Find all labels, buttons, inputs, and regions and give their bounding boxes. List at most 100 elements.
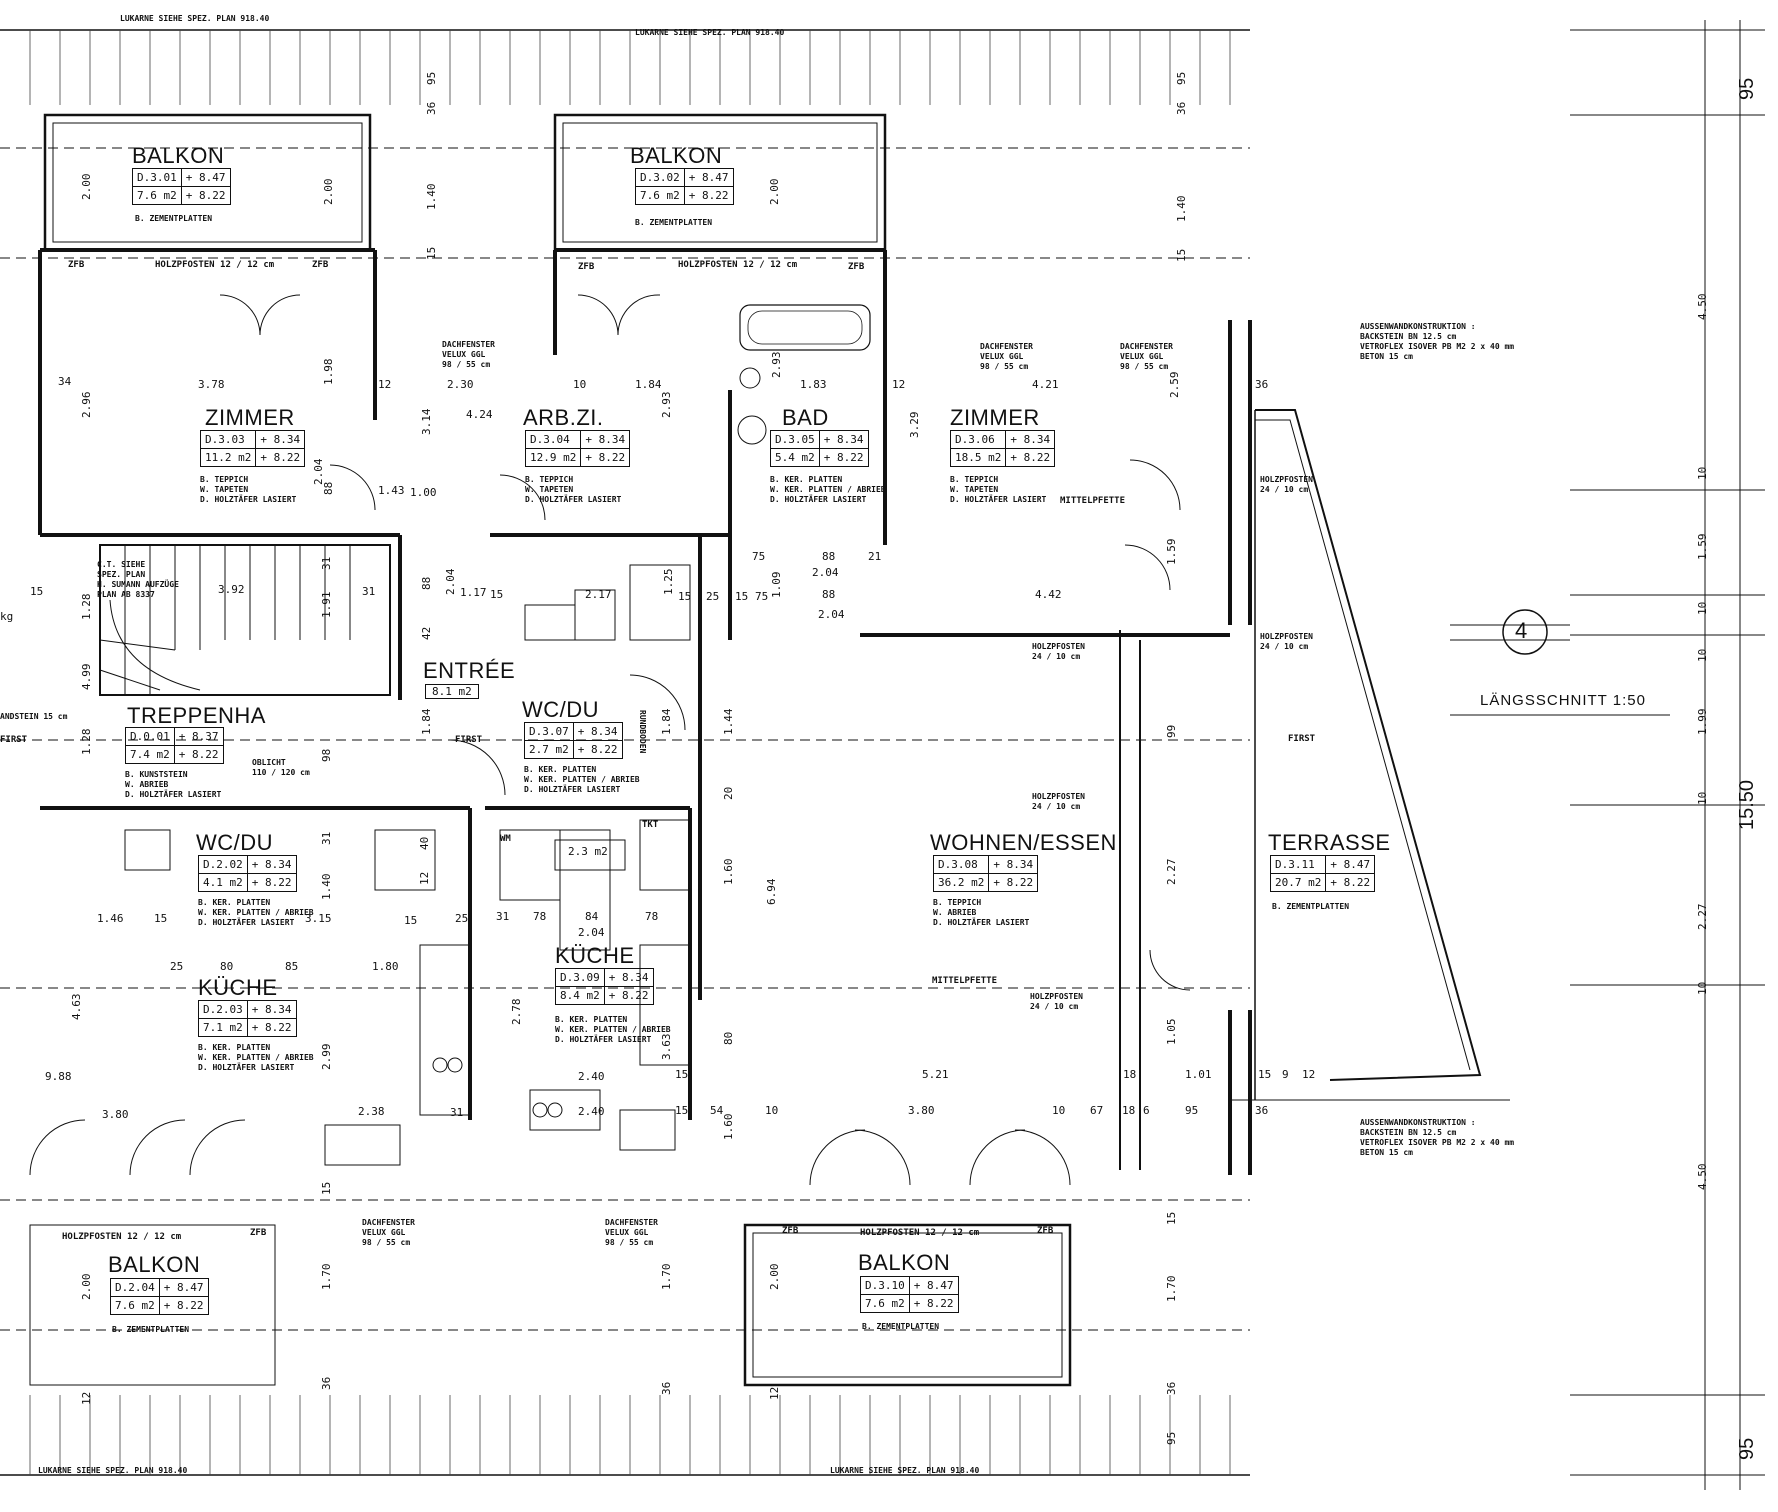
room-code: D.3.02 [635,168,685,187]
room-code: D.2.03 [198,1000,248,1019]
reduit-area: 2.3 m2 [568,845,608,858]
dimension-label: 2.00 [322,178,335,206]
dimension-label: 2.30 [447,378,474,391]
dimension-label: 1.01 [1185,1068,1212,1081]
room-area: 8.4 m2 [555,986,605,1005]
holzpfosten-label: HOLZPFOSTEN 12 / 12 cm [62,1232,182,1242]
room-area: 18.5 m2 [949,448,1007,467]
dimension-label: 1.83 [800,378,827,391]
dimension-label: 12 [418,871,431,885]
dimension-label: 78 [645,910,659,923]
dimension-label: 3.14 [420,408,433,436]
room-finish: B. ZEMENTPLATTEN [862,1322,940,1331]
dimension-label: 95 [1175,71,1188,85]
dimension-label: 10 [1696,648,1709,662]
dimension-label: 1.84 [420,708,433,736]
room-name: BALKON [108,1252,201,1277]
dimension-label: 36 [1255,378,1269,391]
dimension-label: 31 [450,1106,464,1119]
room-name: ZIMMER [950,405,1040,430]
dimension-label: 12 [378,378,392,391]
dimension-label: 10 [1696,601,1709,615]
dimension-label: 3.80 [102,1108,129,1121]
dimension-label: 3.29 [908,411,921,439]
room-tag: D.2.03+ 8.34 7.1 m2+ 8.22 [198,1000,297,1037]
room-area: 11.2 m2 [199,448,257,467]
section-label: LÄNGSSCHNITT 1:50 [1480,692,1646,709]
room-height-top: + 8.47 [1325,855,1376,874]
mittelpfette-label: MITTELPFETTE [1060,496,1126,506]
room-height-bottom: + 8.22 [246,1018,297,1037]
dimension-label: 10 [1696,981,1709,995]
dimension-label: 88 [822,588,836,601]
dimension-label: 12 [892,378,906,391]
room-height-top: + 8.47 [908,1276,959,1295]
dimension-label: 1.70 [320,1263,333,1291]
dimension-label: 95 [425,71,438,85]
room-tag: D.3.05+ 8.34 5.4 m2+ 8.22 [770,430,869,467]
room-area: 7.1 m2 [198,1018,248,1037]
dimension-label: 10 [1696,466,1709,480]
room-height-bottom: + 8.22 [180,186,231,205]
dimension-label: 1.60 [722,1113,735,1141]
dimension-label: 1.80 [372,960,399,973]
room-code: D.3.06 [949,430,1007,449]
room-area: 7.6 m2 [110,1296,160,1315]
room-code: D.3.05 [770,430,820,449]
room-height-bottom: + 8.22 [1325,873,1376,892]
dimension-label: 2.27 [1165,858,1178,886]
kg-label: kg [0,610,14,623]
room-height-bottom: + 8.22 [572,740,623,759]
dimension-label: 12 [768,1386,781,1400]
dimension-label: 95 [1185,1104,1199,1117]
room-code: D.2.04 [110,1278,160,1297]
dimension-label: 1.98 [322,358,335,386]
first-label: FIRST [1288,734,1316,744]
dimension-label: 40 [418,836,431,850]
dimension-label: 2.38 [358,1105,385,1118]
dimension-label: 15 [30,585,44,598]
dimension-label: 95 [1736,1437,1758,1460]
room-code: D.3.11 [1269,855,1327,874]
room-height-top: + 8.34 [818,430,869,449]
dimension-label: 2.99 [320,1043,333,1071]
room-height-bottom: + 8.22 [246,873,297,892]
lukarne-label-bottom-right: LUKARNE SIEHE SPEZ. PLAN 918.40 [830,1466,980,1475]
dimension-label: 98 [320,748,333,762]
dimension-label: 6.94 [765,878,778,906]
room-height-top: + 8.34 [1005,430,1056,449]
room-tag: D.2.02+ 8.34 4.1 m2+ 8.22 [198,855,297,892]
lukarne-label-top-left: LUKARNE SIEHE SPEZ. PLAN 918.40 [120,14,270,23]
room-height-bottom: + 8.22 [173,745,224,764]
dimension-label: 75 [755,590,769,603]
tkt-label: TKT [642,820,659,830]
room-tag: D.3.02+ 8.47 7.6 m2+ 8.22 [635,168,734,205]
room-tag: D.3.10+ 8.47 7.6 m2+ 8.22 [860,1276,959,1313]
dimension-label: 15 [154,912,168,925]
room-height-bottom: + 8.22 [988,873,1039,892]
dimension-label: 3.63 [660,1033,673,1061]
wall-construction-note: AUSSENWANDKONSTRUKTION :BACKSTEIN BN 12.… [1360,322,1515,361]
dimension-label: 80 [220,960,234,973]
room-area: 7.6 m2 [132,186,182,205]
dimension-label: 1.59 [1165,538,1178,566]
room-name: KÜCHE [555,943,635,968]
zfb-label: ZFB [848,262,865,272]
dimension-label: 3.15 [305,912,332,925]
dimension-label: 3.78 [198,378,225,391]
room-code: D.3.03 [199,430,257,449]
lukarne-label-bottom-left: LUKARNE SIEHE SPEZ. PLAN 918.40 [38,1466,188,1475]
dimension-label: 2.93 [770,351,783,379]
room-name: BAD [782,405,829,430]
dimension-label: 36 [1255,1104,1269,1117]
room-code: D.0.01 [125,727,175,746]
dimension-label: 1.46 [97,912,124,925]
